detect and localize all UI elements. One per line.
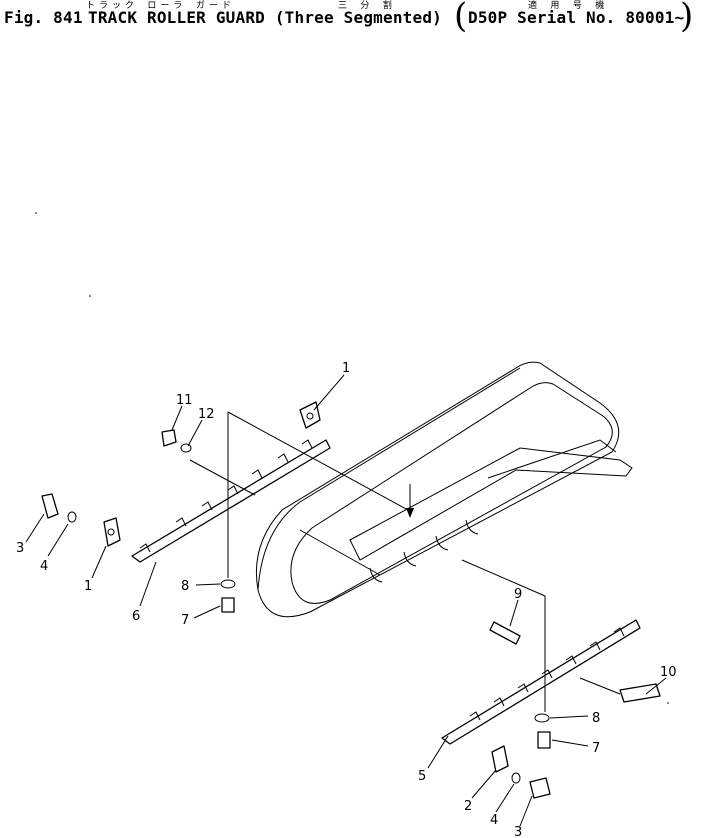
- callout-6: 6: [132, 609, 140, 624]
- washer-8-left: [220, 579, 236, 589]
- figure-title: TRACK ROLLER GUARD (Three Segmented): [88, 8, 442, 27]
- callout-12: 12: [198, 407, 215, 422]
- callout-4-left: 4: [40, 559, 48, 574]
- callout-8-right: 8: [592, 711, 600, 726]
- bolt-3-right: [529, 777, 551, 799]
- figure-number: Fig. 841: [4, 8, 83, 27]
- track-inner-belt: [290, 382, 613, 604]
- mount-bracket-1-lower: [103, 517, 121, 547]
- track-frame-arm: [487, 439, 617, 479]
- right-paren: ): [680, 0, 694, 36]
- callout-5: 5: [418, 769, 426, 784]
- callout-1-left: 1: [84, 579, 92, 594]
- title-kana-segmented: 三 分 割: [338, 1, 396, 11]
- bolt-7-right: [537, 731, 551, 749]
- guard-5-teeth: [469, 627, 625, 721]
- speck: [667, 702, 669, 704]
- washer-8-right: [534, 713, 550, 723]
- callout-3-left: 3: [16, 541, 24, 556]
- track-belt-edge: [257, 367, 521, 591]
- bracket-hole: [306, 412, 314, 420]
- callout-11: 11: [176, 393, 193, 408]
- left-paren: (: [454, 0, 468, 36]
- callout-4-right: 4: [490, 813, 498, 828]
- speck: [89, 295, 91, 297]
- track-frame-assembly: [255, 361, 633, 618]
- callout-1-top: 1: [342, 361, 350, 376]
- arrow-head: [406, 508, 414, 518]
- leader-lines: [25, 374, 667, 827]
- roller-guard-rear-segment: [441, 559, 661, 799]
- assembly-lines-rear: [461, 559, 621, 712]
- title-kana-line: トラック ローラ ガード: [86, 1, 235, 11]
- callout-10: 10: [660, 665, 677, 680]
- track-frame-beam: [349, 447, 633, 561]
- callout-3-right: 3: [514, 825, 522, 838]
- nut-11: [161, 429, 177, 447]
- bolt-10: [619, 683, 661, 703]
- mount-plate-2: [491, 745, 509, 773]
- washer-12: [180, 443, 192, 453]
- lock-washer-4-left: [67, 511, 77, 523]
- callout-2: 2: [464, 799, 472, 814]
- track-outer-belt: [255, 361, 620, 618]
- spacer-pin-9: [489, 621, 521, 645]
- callout-7-right: 7: [592, 741, 600, 756]
- roller-guard-front-segment: [41, 401, 409, 613]
- applicability-kana: 適 用 号 機: [528, 1, 609, 11]
- guard-plate-6: [131, 439, 331, 563]
- bolt-3-left: [41, 493, 59, 519]
- callout-8-left: 8: [181, 579, 189, 594]
- speck: [35, 212, 37, 214]
- callout-7-left: 7: [181, 613, 189, 628]
- callout-9: 9: [514, 587, 522, 602]
- lock-washer-4-right: [511, 772, 521, 784]
- guard-6-teeth: [139, 439, 313, 553]
- guard-plate-5: [441, 619, 641, 745]
- assembly-lines-front: [189, 411, 409, 578]
- bracket-hole: [107, 528, 115, 536]
- applicability-text: D50P Serial No. 80001~: [468, 8, 685, 27]
- track-rollers: [369, 519, 479, 583]
- bolt-7-left: [221, 597, 235, 613]
